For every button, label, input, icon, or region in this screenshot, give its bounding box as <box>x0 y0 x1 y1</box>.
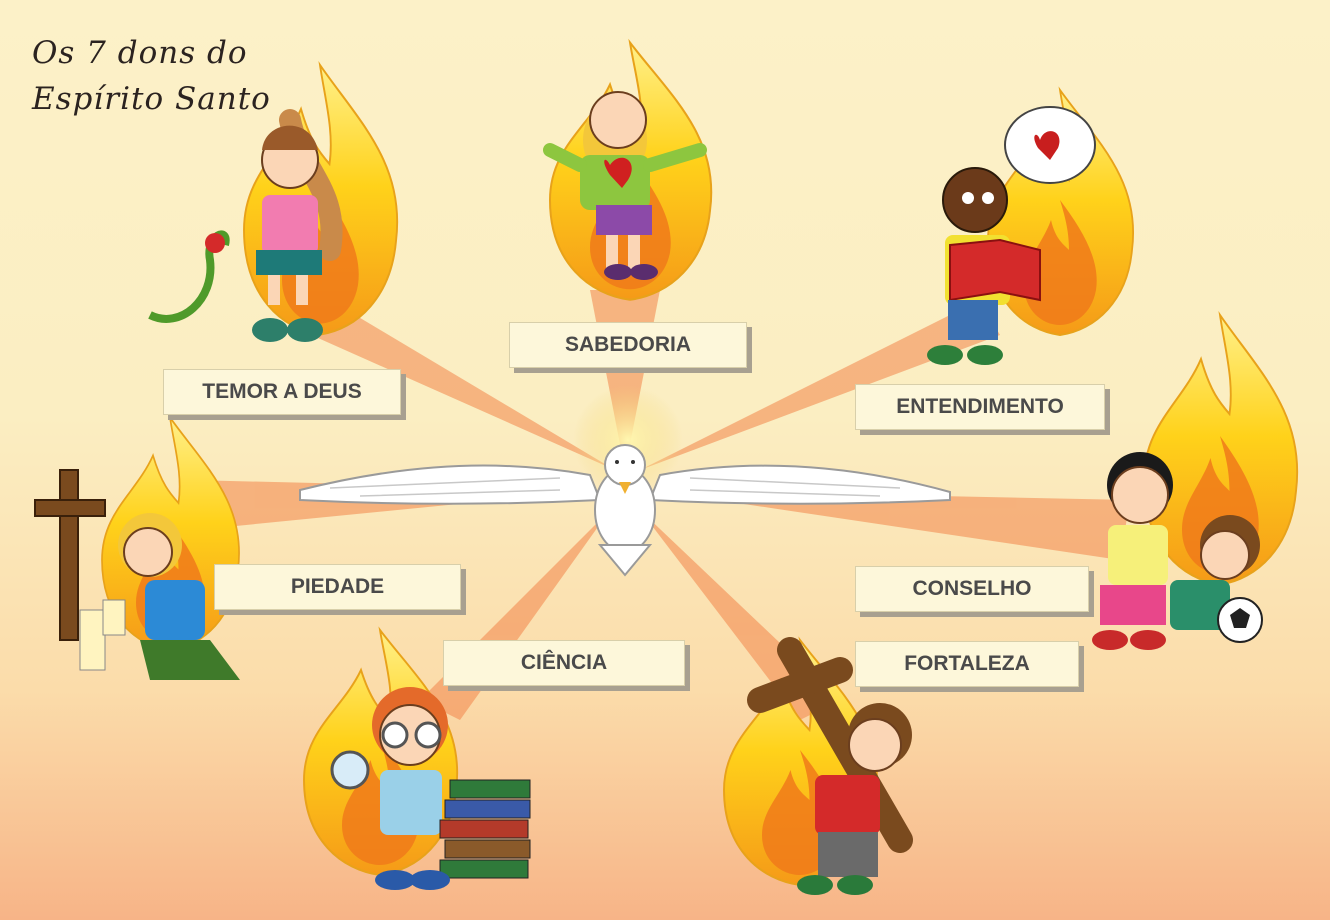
title-line-2: Espírito Santo <box>32 81 271 117</box>
label-temor-a-deus: TEMOR A DEUS <box>163 369 401 415</box>
title-line-1: Os 7 dons do <box>32 35 248 71</box>
child-entendimento <box>927 106 1096 365</box>
label-ciencia: CIÊNCIA <box>443 640 685 686</box>
label-sabedoria: SABEDORIA <box>509 322 747 368</box>
books-stack <box>439 779 531 879</box>
holy-spirit-dove-icon <box>299 385 951 577</box>
label-entendimento: ENTENDIMENTO <box>855 384 1105 430</box>
label-conselho: CONSELHO <box>855 566 1089 612</box>
children-conselho <box>1092 452 1263 650</box>
child-piedade <box>34 469 240 680</box>
child-fortaleza <box>747 637 913 895</box>
child-sabedoria <box>543 91 707 280</box>
label-piedade: PIEDADE <box>214 564 461 610</box>
child-ciencia <box>330 687 531 890</box>
label-fortaleza: FORTALEZA <box>855 641 1079 687</box>
child-temor <box>148 109 343 342</box>
poster-title: Os 7 dons do Espírito Santo <box>32 30 271 122</box>
